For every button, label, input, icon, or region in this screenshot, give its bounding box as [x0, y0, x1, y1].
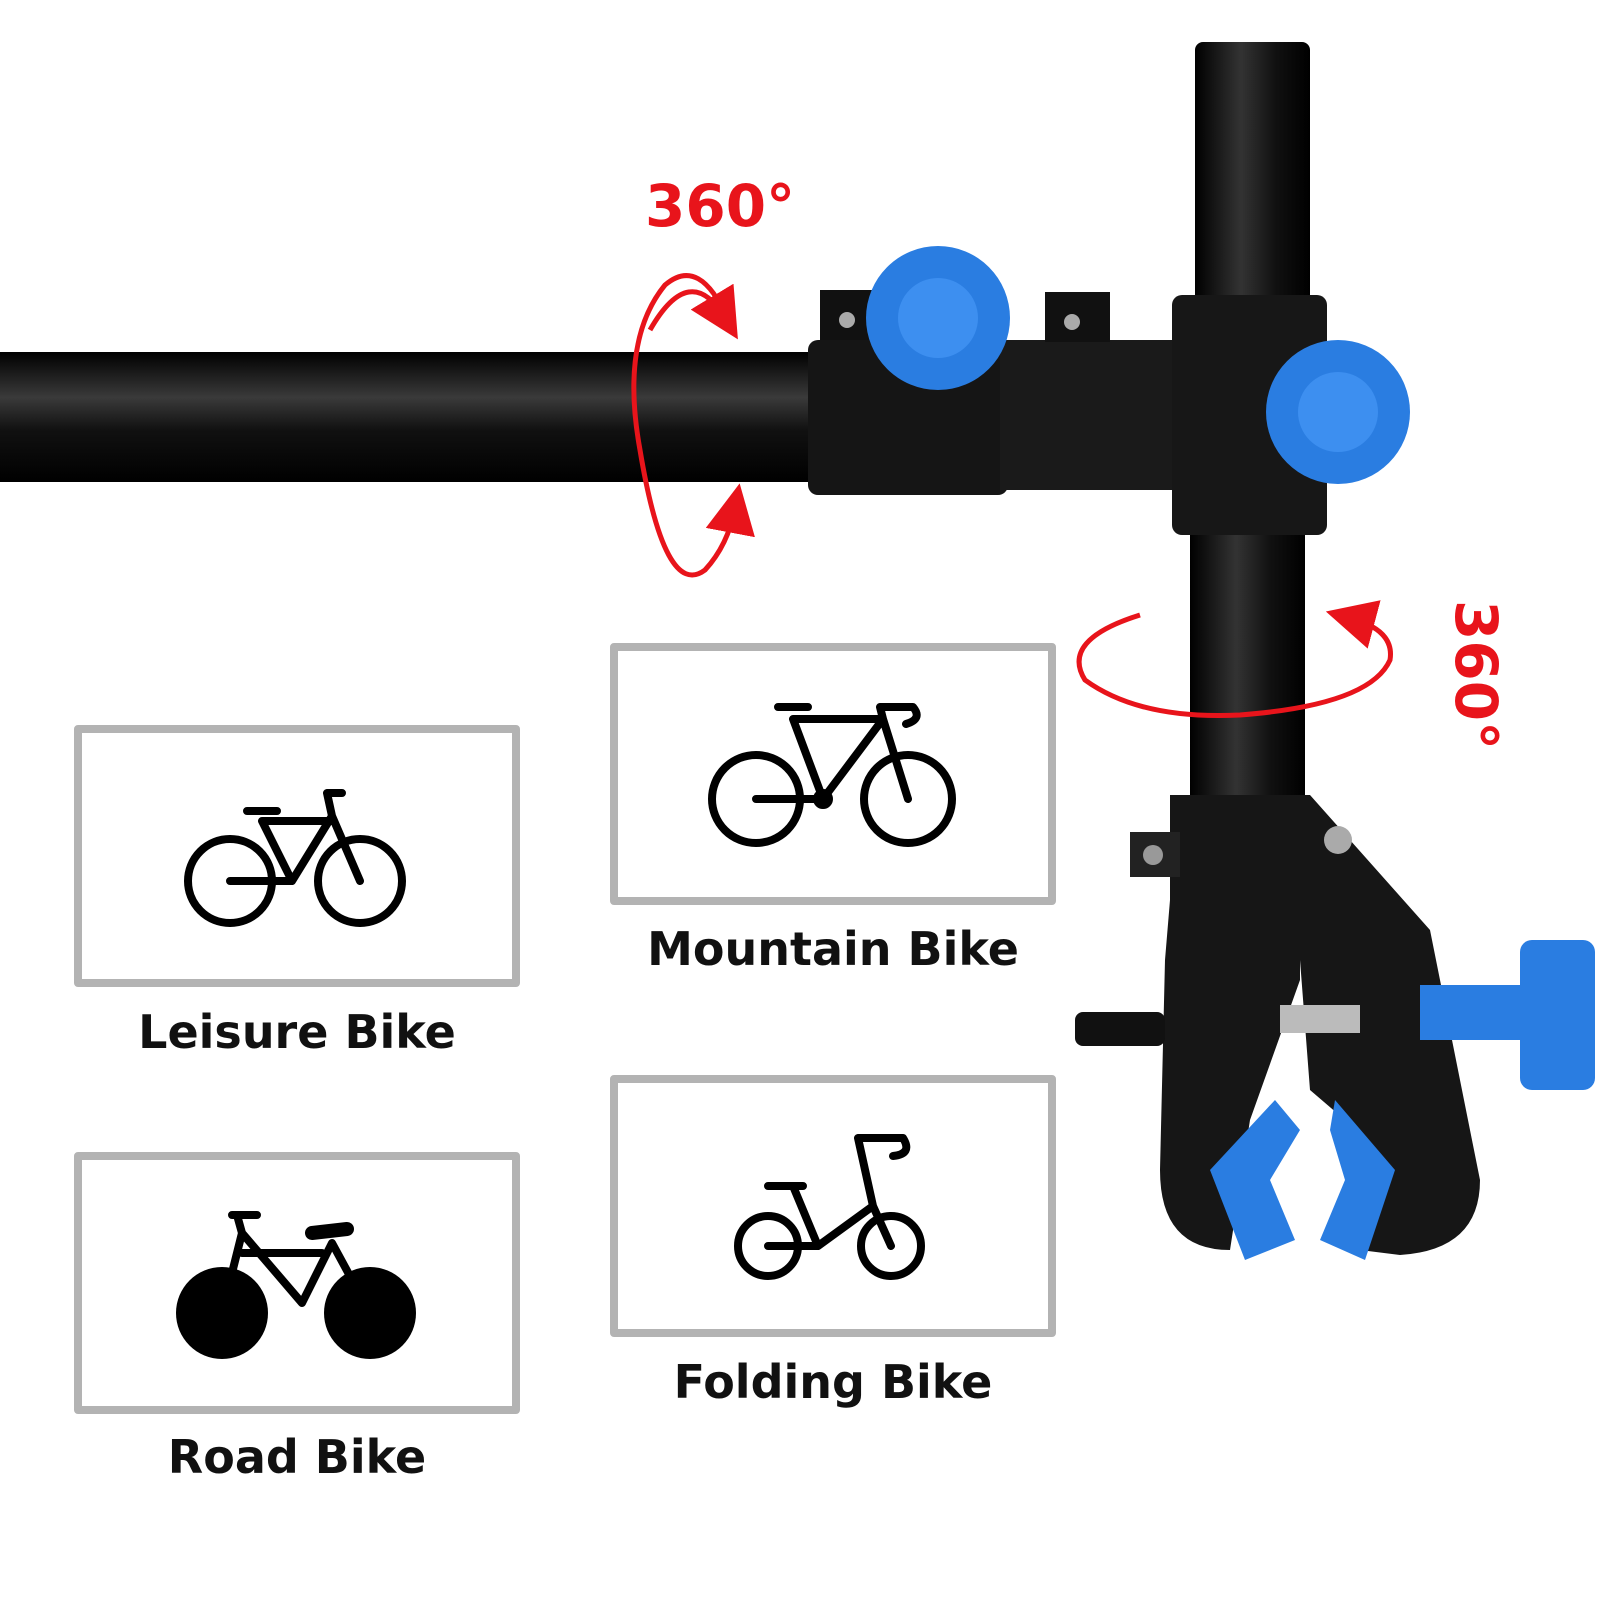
vertical-post: [1195, 42, 1310, 342]
blue-lock-knob: [1266, 340, 1410, 484]
mountain-bike-icon: [708, 703, 956, 847]
blue-lock-knob: [866, 246, 1010, 390]
road-bike-icon: [176, 1211, 416, 1359]
bike-type-card-mountain: [610, 643, 1056, 905]
rotation-arrow-vertical: [1076, 600, 1393, 719]
horizontal-tube: [0, 352, 820, 482]
bike-type-label: Road Bike: [167, 1430, 427, 1484]
bike-type-label: Folding Bike: [673, 1355, 993, 1409]
rotation-label-horizontal: 360°: [645, 172, 796, 240]
bike-type-label: Leisure Bike: [138, 1005, 456, 1059]
bike-type-card-road: [74, 1152, 520, 1414]
bike-type-card-folding: [610, 1075, 1056, 1337]
folding-bike-icon: [734, 1134, 925, 1280]
leisure-bike-icon: [184, 789, 406, 927]
bike-type-label: Mountain Bike: [647, 922, 1019, 976]
rotation-arrow-horizontal: [631, 273, 755, 578]
bike-type-card-leisure: [74, 725, 520, 987]
rotation-label-vertical: 360°: [1442, 600, 1510, 751]
